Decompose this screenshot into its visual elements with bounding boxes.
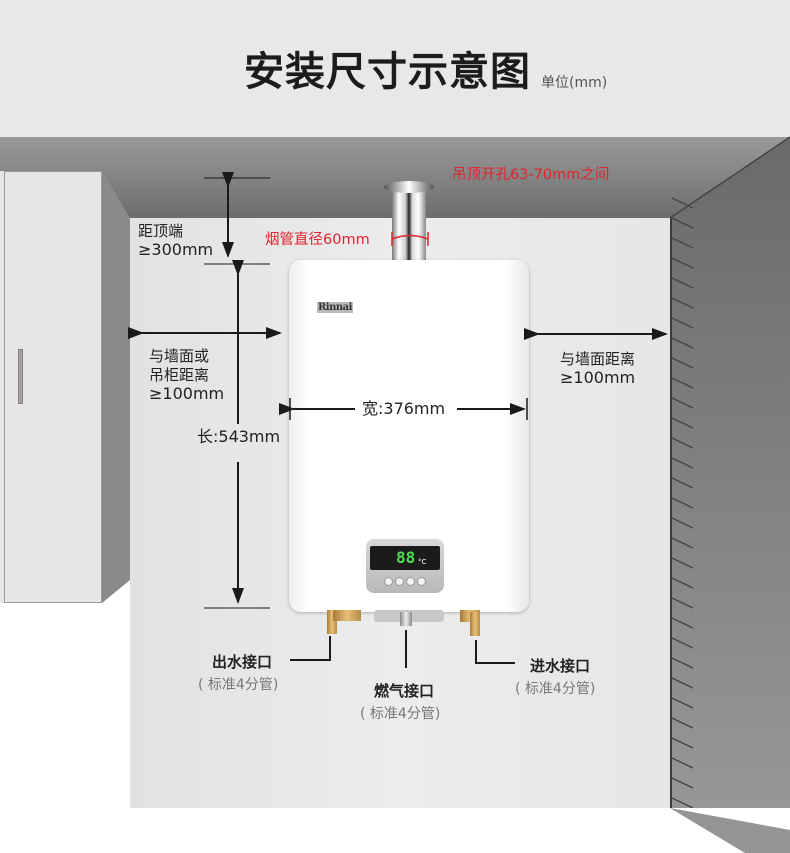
display-unit: °C — [418, 558, 427, 566]
inlet-spec: ( 标准4分管) — [515, 681, 596, 697]
temperature-display — [370, 546, 440, 570]
hatch-mark — [671, 557, 694, 569]
right-clearance-value: ≥100mm — [560, 368, 636, 387]
hatch-mark — [671, 257, 694, 269]
hatch-mark — [671, 777, 694, 789]
display-value: 88 — [396, 548, 416, 567]
water-inlet-fitting — [470, 612, 480, 636]
hatch-mark — [671, 237, 694, 249]
hatch-mark — [671, 617, 694, 629]
gas-label: 燃气接口 — [374, 682, 435, 700]
hatch-mark — [671, 737, 694, 749]
hatch-mark — [671, 517, 694, 529]
flue-diameter-note: 烟管直径60mm — [265, 232, 370, 248]
hatch-mark — [671, 397, 694, 409]
gas-inlet-pipe — [400, 612, 412, 626]
hatch-mark — [671, 217, 694, 229]
hatch-mark — [671, 757, 694, 769]
left-clearance-line2: 吊柜距离 — [149, 366, 210, 384]
hatch-mark — [671, 657, 694, 669]
outlet-spec: ( 标准4分管) — [198, 677, 279, 693]
hatch-mark — [671, 677, 694, 689]
hatch-mark — [671, 277, 694, 289]
left-clearance-line1: 与墙面或 — [149, 347, 210, 365]
floor — [0, 808, 790, 853]
height-label: 长:543mm — [197, 427, 281, 446]
hatch-mark — [671, 437, 694, 449]
flue-pipe — [392, 183, 426, 261]
page-title: 安装尺寸示意图 — [244, 49, 531, 95]
hatch-mark — [671, 537, 694, 549]
title-area — [0, 0, 790, 137]
hatch-mark — [671, 797, 694, 809]
mode-button[interactable] — [417, 577, 426, 586]
down-button[interactable] — [406, 577, 415, 586]
hatch-mark — [671, 417, 694, 429]
hatch-mark — [671, 637, 694, 649]
width-label: 宽:376mm — [362, 399, 446, 418]
gas-spec: ( 标准4分管) — [360, 706, 441, 722]
wall-hatch — [671, 197, 694, 809]
hatch-mark — [671, 497, 694, 509]
water-outlet-elbow — [333, 610, 361, 621]
brand-logo: Rinnai — [317, 302, 353, 313]
hatch-mark — [671, 597, 694, 609]
up-button[interactable] — [395, 577, 404, 586]
hatch-mark — [671, 317, 694, 329]
hatch-mark — [671, 357, 694, 369]
water-outlet-fitting — [327, 610, 337, 634]
top-clearance-label: 距顶端 — [138, 222, 184, 240]
hatch-mark — [671, 377, 694, 389]
hatch-mark — [671, 477, 694, 489]
outlet-label: 出水接口 — [212, 653, 273, 671]
cabinet-handle — [18, 349, 23, 404]
ceiling-hole-note: 吊顶开孔63-70mm之间 — [452, 167, 610, 183]
left-clearance-value: ≥100mm — [149, 384, 225, 403]
hatch-mark — [671, 297, 694, 309]
cabinet-side — [102, 171, 130, 603]
top-clearance-value: ≥300mm — [138, 240, 214, 259]
hatch-mark — [671, 717, 694, 729]
right-clearance-label: 与墙面距离 — [560, 350, 636, 368]
flue-collar — [384, 181, 434, 193]
hatch-mark — [671, 197, 694, 209]
power-button[interactable] — [384, 577, 393, 586]
hatch-mark — [671, 457, 694, 469]
hatch-mark — [671, 337, 694, 349]
hatch-mark — [671, 577, 694, 589]
unit-label: 单位(mm) — [541, 75, 608, 91]
hatch-mark — [671, 697, 694, 709]
inlet-label: 进水接口 — [530, 657, 591, 675]
